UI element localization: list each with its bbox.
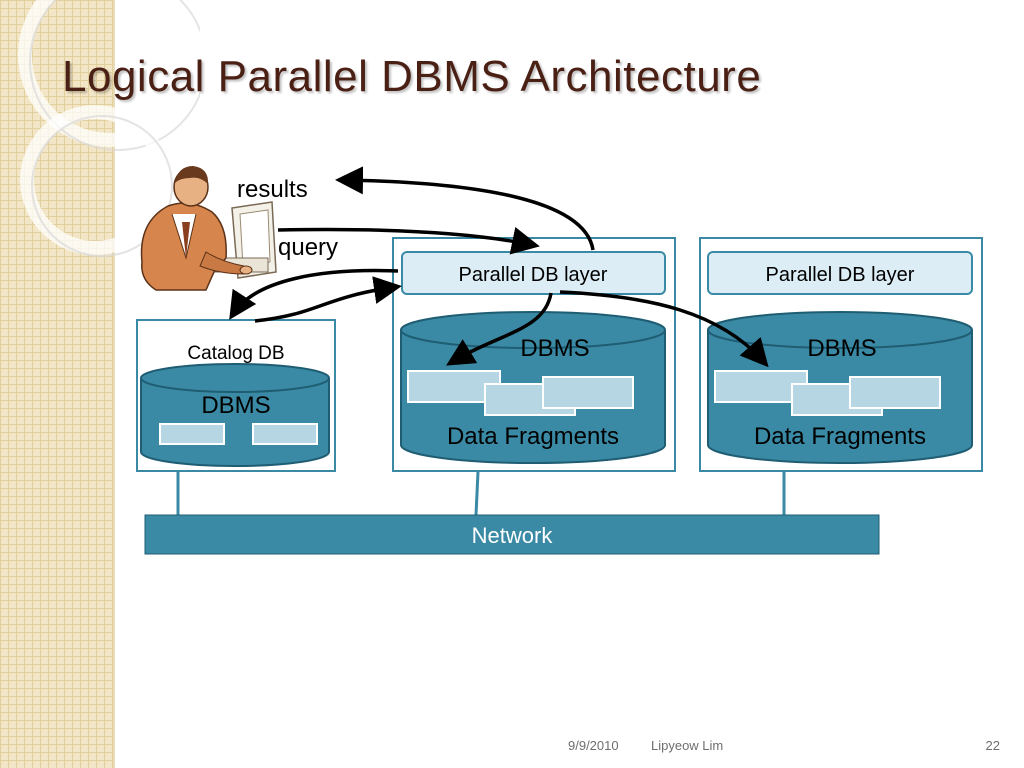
catalog-node: Catalog DB DBMS (136, 319, 336, 472)
page-number: 22 (985, 738, 1000, 753)
data-fragments-label: Data Fragments (447, 423, 619, 450)
results-label: results (237, 176, 308, 203)
dbms-label: DBMS (520, 335, 589, 362)
parallel-db-layer-box (707, 251, 973, 295)
dbms-label: DBMS (807, 335, 876, 362)
data-fragments-label: Data Fragments (754, 423, 926, 450)
catalog-dbms-label: DBMS (201, 392, 270, 419)
catalog-dbms-cylinder (140, 363, 330, 467)
dbms-cylinder (707, 311, 973, 464)
user-at-computer-icon (140, 166, 277, 291)
decorative-rings (18, 0, 200, 257)
network-bar: Network (144, 514, 880, 555)
catalog-response-arrow (254, 276, 402, 323)
parallel-db-layer-label: Parallel DB layer (459, 264, 608, 286)
local-fragment-arrow (446, 292, 553, 366)
network-label: Network (472, 523, 554, 548)
catalog-lookup-arrow (229, 268, 399, 320)
network-connector-node1 (474, 471, 480, 516)
footer-author: Lipyeow Lim (651, 738, 724, 753)
footer-date: 9/9/2010 (568, 738, 619, 753)
query-label: query (278, 234, 338, 261)
query-arrow (277, 227, 540, 255)
parallel-node-2: Parallel DB layer DBMS Data Fragments (699, 237, 983, 472)
remote-fragment-arrow (559, 290, 769, 368)
slide-title: Logical Parallel DBMS Architecture (62, 52, 762, 101)
parallel-node-1: Parallel DB layer DBMS Data Fragments (392, 237, 676, 472)
flow-arrows (229, 166, 769, 368)
results-arrow (335, 166, 595, 251)
parallel-db-layer-label: Parallel DB layer (766, 264, 915, 286)
catalog-db-label: Catalog DB (187, 343, 284, 364)
